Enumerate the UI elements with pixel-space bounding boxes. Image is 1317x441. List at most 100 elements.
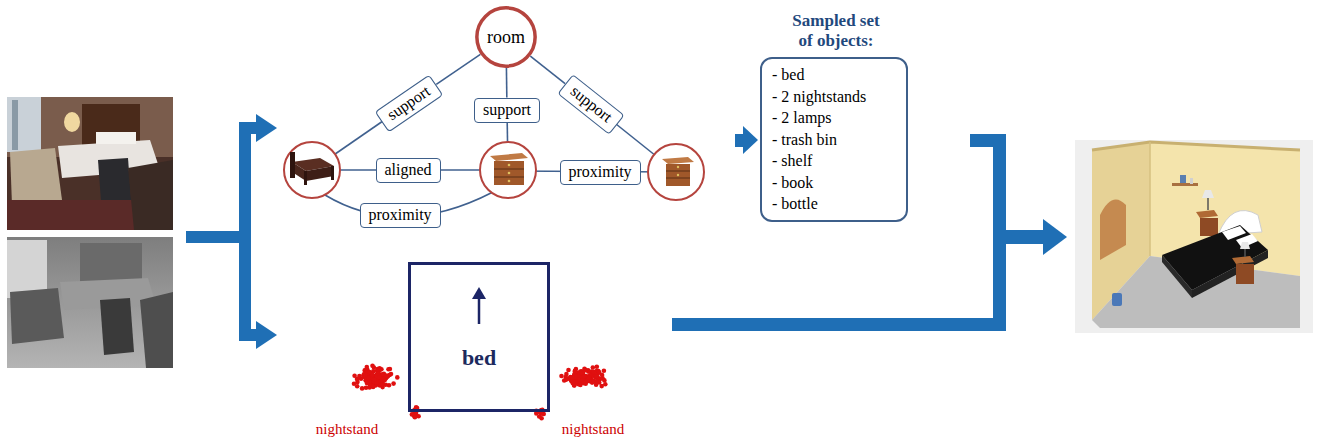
figure-part [564, 377, 569, 382]
figure-part [597, 370, 602, 375]
figure-part [572, 380, 577, 385]
edge-line [436, 54, 480, 84]
figure-part [1006, 230, 1045, 244]
figure-part [7, 240, 47, 298]
figure-part [1112, 293, 1122, 306]
figure-part [1043, 219, 1067, 255]
figure-part [1162, 255, 1192, 298]
figure-part [570, 375, 575, 380]
relation-box: aligned [376, 158, 441, 183]
figure-part [331, 166, 334, 180]
figure-part [100, 298, 134, 355]
figure-part [579, 370, 584, 375]
figure-part [357, 374, 362, 379]
list-item: - 2 nightstands [772, 86, 898, 108]
figure-part [355, 384, 360, 389]
figure-part [672, 318, 1006, 331]
figure-part [591, 365, 596, 370]
figure-part [602, 369, 607, 374]
figure-part [80, 243, 142, 283]
figure-part [370, 363, 375, 368]
figure-part [10, 288, 64, 344]
figure-part [12, 100, 18, 150]
figure-part [239, 122, 251, 341]
class-circle: room [475, 6, 537, 68]
figure-part [508, 180, 511, 183]
figure-part [1149, 142, 1151, 256]
figure-part [743, 126, 758, 154]
point-cloud-label: nightstand [316, 421, 379, 438]
figure-part [366, 376, 371, 381]
figure-part [603, 382, 608, 387]
figure-part [386, 367, 391, 372]
figure-part [594, 374, 599, 379]
relation-box: support [375, 74, 444, 132]
circle-shape [477, 8, 535, 66]
figure-part [494, 169, 524, 170]
figure-part [494, 161, 524, 185]
figure-part [377, 375, 382, 380]
object-list-box: Sampled set of objects:- bed- 2 nightsta… [760, 57, 908, 222]
figure-part [290, 152, 295, 178]
figure-part [490, 153, 528, 161]
figure-part [508, 172, 511, 175]
figure-part [582, 375, 587, 380]
list-item: - shelf [772, 150, 898, 172]
figure-part [360, 386, 365, 391]
nightstand-icon [480, 142, 536, 198]
relation-label: proximity [569, 162, 632, 182]
depth-photo [7, 237, 173, 368]
figure-part [1240, 242, 1250, 249]
figure-part [1236, 264, 1254, 284]
figure-part [1092, 142, 1300, 150]
figure-part [395, 375, 400, 380]
figure-part [1172, 183, 1198, 186]
figure-part [256, 114, 277, 142]
figure-part [371, 385, 376, 390]
relation-box: support [474, 98, 540, 123]
figure-part [7, 97, 41, 152]
node-label: room [487, 27, 525, 48]
figure-part [566, 368, 571, 373]
graph-edge [530, 56, 565, 83]
figure-part [1207, 196, 1209, 210]
figure-part [478, 296, 481, 324]
relation-label: aligned [385, 160, 432, 180]
figure-part [1100, 199, 1126, 260]
nightstand-icon [648, 144, 704, 200]
relation-label: support [383, 81, 434, 125]
figure-part [559, 374, 564, 379]
figure-part [677, 174, 679, 176]
figure-part [591, 370, 596, 375]
figure-part [595, 365, 600, 370]
layout-box: bed [408, 262, 550, 412]
figure-part [256, 321, 277, 349]
figure-part [666, 164, 690, 186]
relation-box: support [557, 74, 624, 135]
figure-part [365, 365, 370, 370]
figure-part [662, 157, 694, 164]
figure-part [1236, 234, 1258, 248]
relation-label: support [483, 100, 531, 120]
list-item: - 2 lamps [772, 107, 898, 129]
relation-box: proximity [360, 203, 441, 228]
figure-part [582, 374, 587, 379]
relation-box: proximity [560, 160, 641, 185]
figure-part [1232, 256, 1254, 264]
figure-part [1192, 250, 1268, 298]
figure-part [306, 166, 334, 181]
figure-part [480, 142, 536, 198]
figure-part [284, 142, 340, 198]
orientation-arrow [472, 287, 486, 324]
figure-part [993, 134, 1006, 331]
relation-label: proximity [369, 205, 432, 225]
figure-part [648, 144, 704, 200]
figure-part [1196, 210, 1218, 218]
figure-part [677, 166, 679, 168]
figure-part [1200, 218, 1218, 236]
figure-part [508, 164, 511, 167]
figure-part [410, 412, 415, 417]
relation-label: support [566, 81, 616, 127]
